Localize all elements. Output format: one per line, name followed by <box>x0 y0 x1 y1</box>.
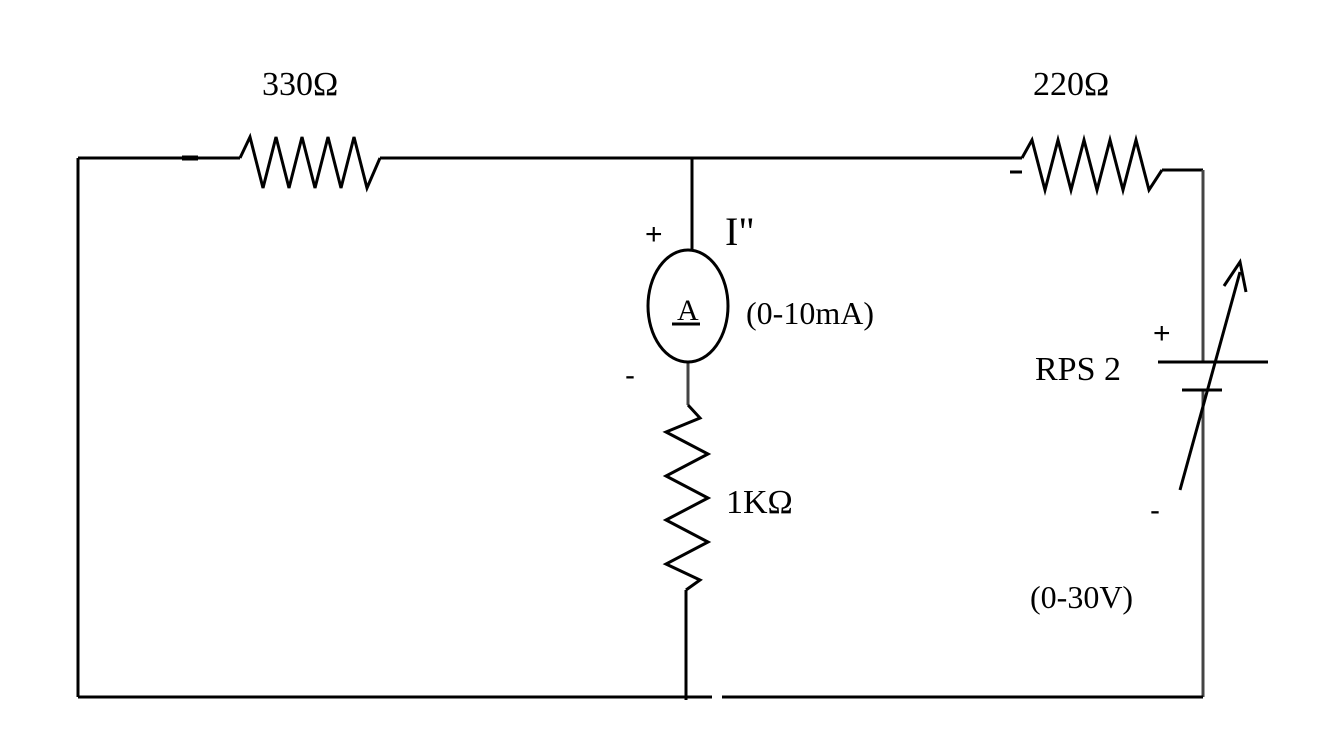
resistor-1k-ohm <box>662 403 712 592</box>
ammeter-body <box>646 248 730 364</box>
ammeter: A <box>646 248 730 364</box>
source-label: RPS 2 <box>1035 351 1121 388</box>
source-plus-sign: + <box>1153 317 1171 350</box>
variable-arrow-head <box>1222 258 1248 293</box>
resistor-220-label: 220Ω <box>1033 66 1109 103</box>
resistor-1k-label: 1KΩ <box>726 484 793 521</box>
source-range-label: (0-30V) <box>1030 579 1133 615</box>
variable-arrow-line <box>1178 271 1242 491</box>
resistor-220-ohm <box>1020 134 1164 196</box>
wires <box>76 156 1205 700</box>
resistor-330-label: 330Ω <box>262 66 338 103</box>
source-minus-sign: - <box>1150 494 1160 527</box>
resistor-330-ohm <box>238 132 382 193</box>
ammeter-symbol: A <box>677 294 699 327</box>
current-label: I" <box>725 209 755 254</box>
power-supply <box>1158 258 1268 491</box>
ammeter-range-label: (0-10mA) <box>746 295 874 331</box>
ammeter-minus-sign: - <box>625 359 635 392</box>
ammeter-plus-sign: + <box>645 218 663 251</box>
